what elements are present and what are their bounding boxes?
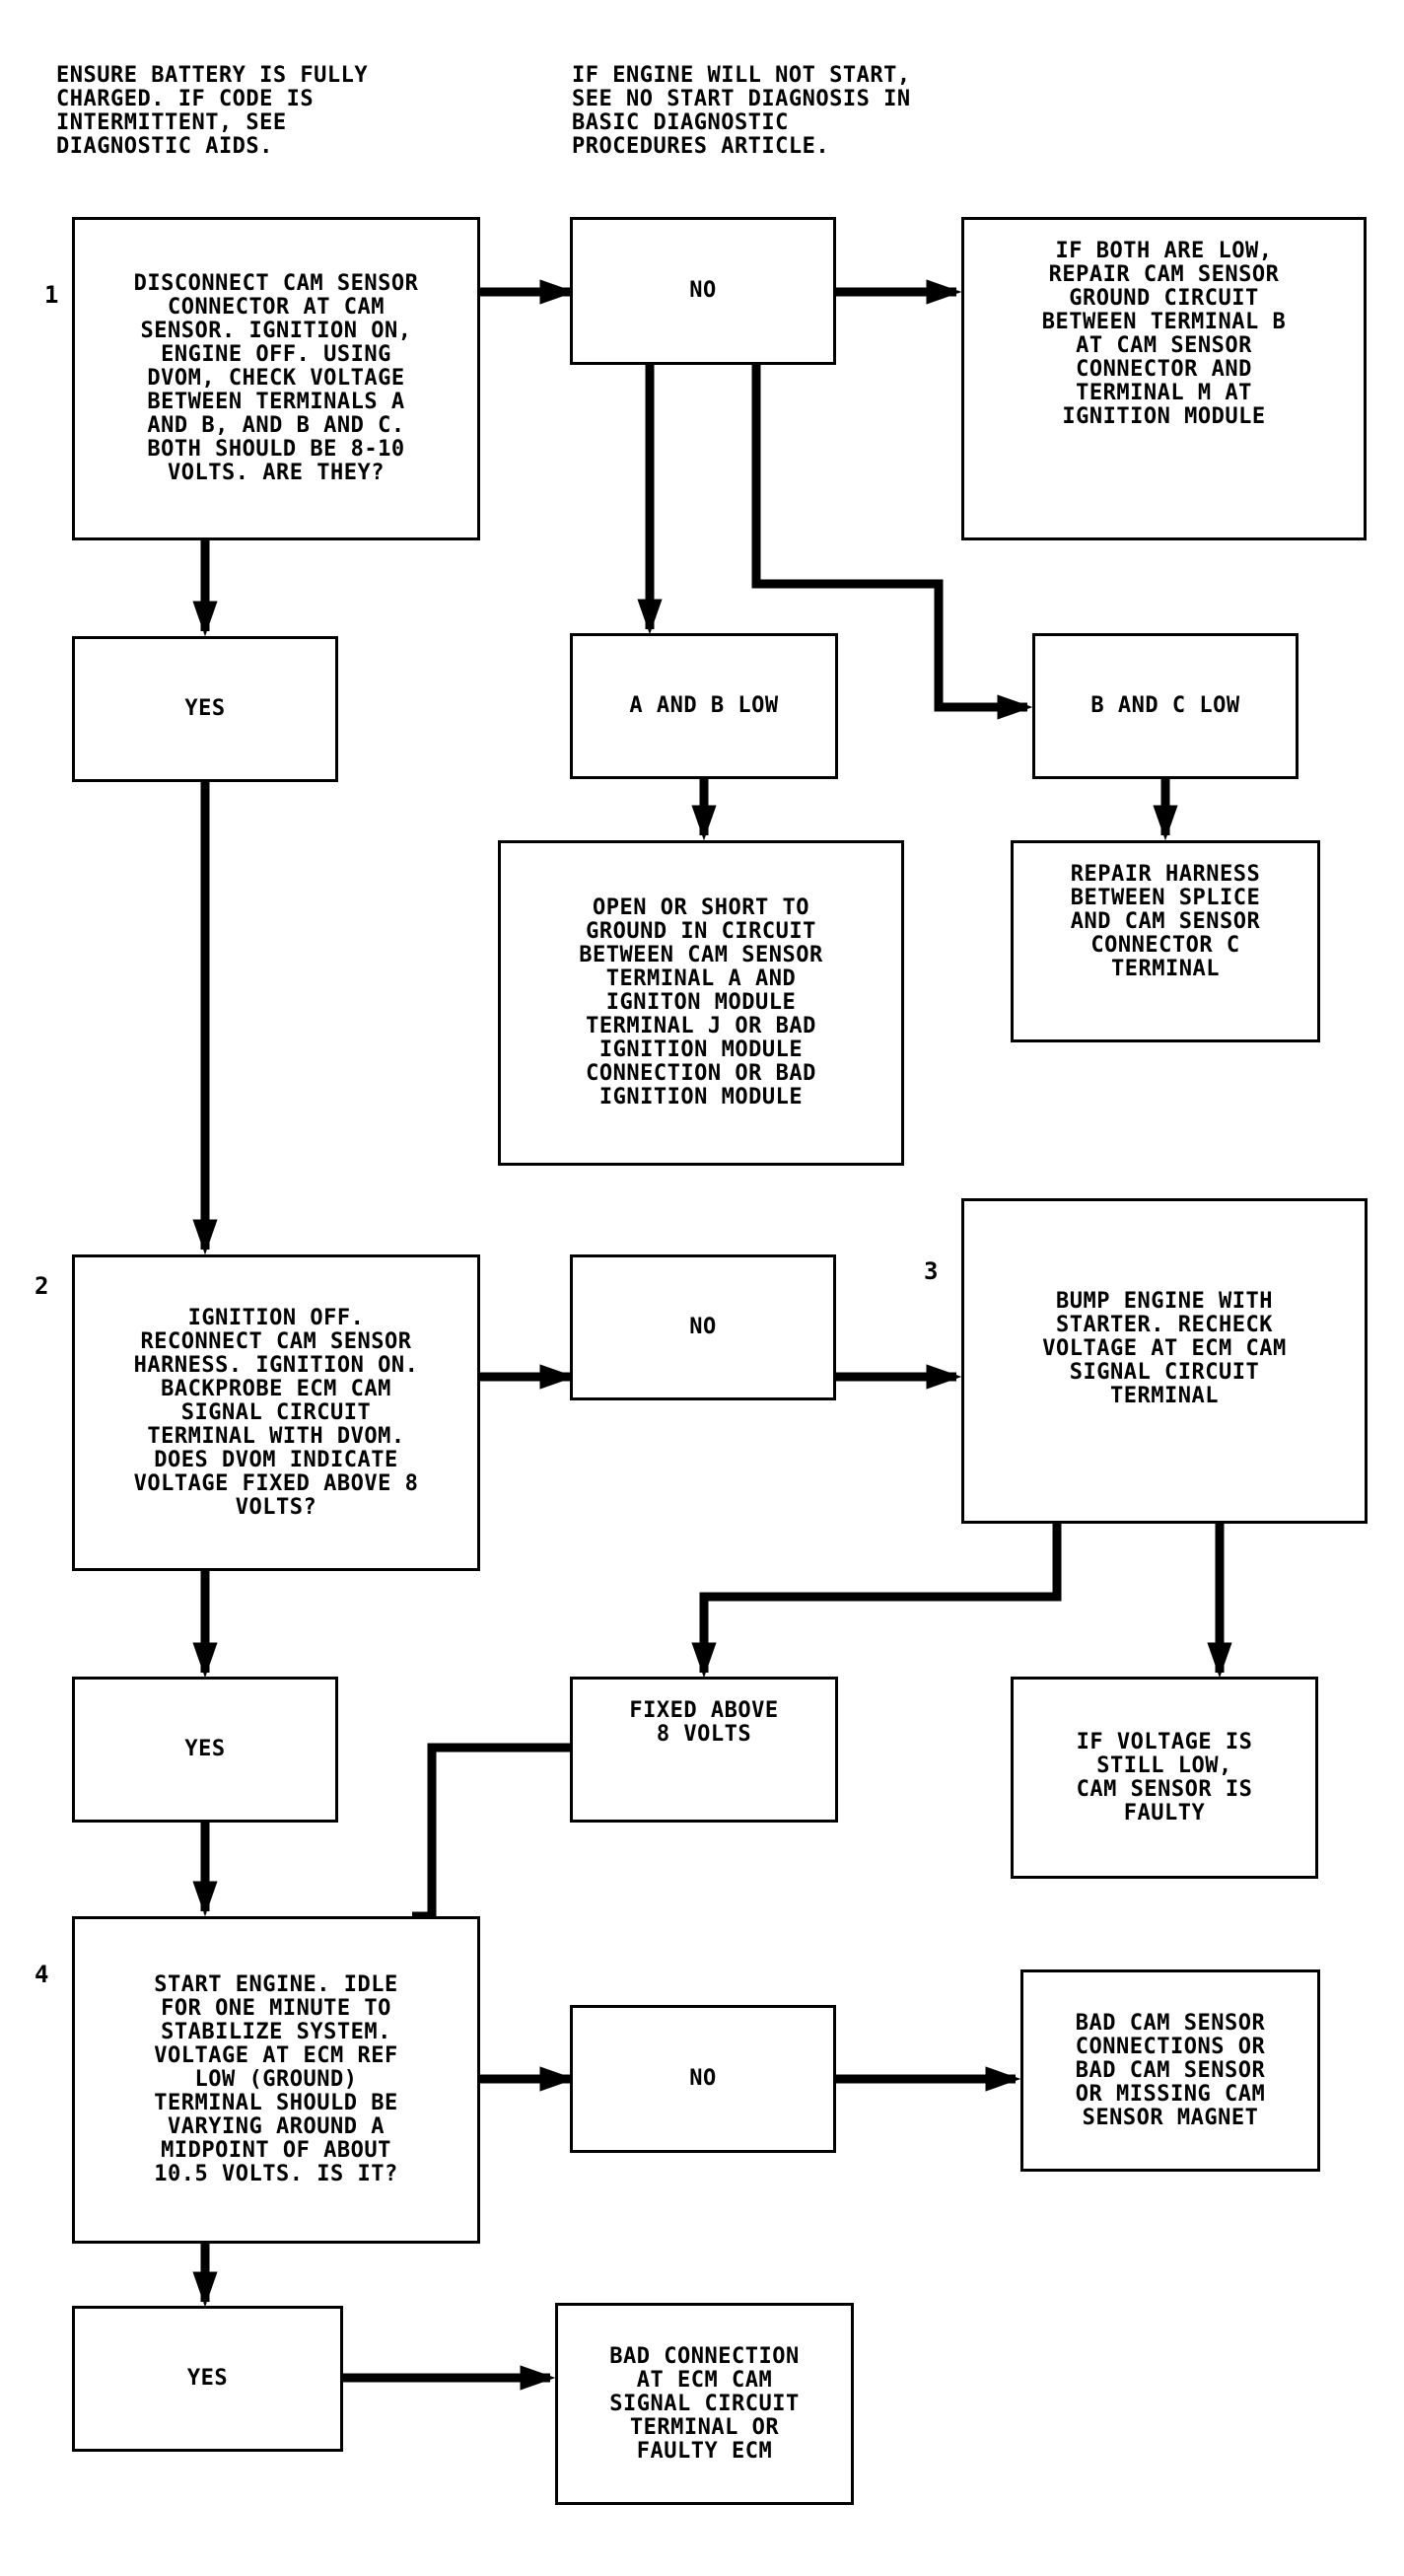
answer-yes-label: YES [186, 2366, 229, 2391]
answer-yes-box-1: YES [72, 636, 338, 782]
result-box-fixed-above: FIXED ABOVE 8 VOLTS [570, 1677, 838, 1823]
step-number-3: 3 [924, 1257, 939, 1285]
note-no-start: IF ENGINE WILL NOT START, SEE NO START D… [572, 63, 911, 159]
answer-yes-label: YES [184, 696, 226, 721]
answer-no-label: NO [689, 2066, 717, 2091]
answer-no-box-1: NO [570, 217, 836, 365]
step-number-2: 2 [35, 1272, 49, 1300]
answer-no-box-4: NO [570, 2005, 836, 2153]
arrow-q3-to-fixed [691, 1524, 1062, 1679]
answer-yes-label: YES [184, 1737, 226, 1761]
arrow-fixed-to-q4 [412, 1743, 570, 1921]
answer-no-label: NO [689, 278, 717, 303]
question-3-text: BUMP ENGINE WITH STARTER. RECHECK VOLTAG… [1042, 1289, 1287, 1408]
question-box-4: START ENGINE. IDLE FOR ONE MINUTE TO STA… [72, 1916, 480, 2244]
answer-yes-box-4: YES [72, 2306, 343, 2452]
question-1-text: DISCONNECT CAM SENSOR CONNECTOR AT CAM S… [133, 271, 419, 485]
result-still-low-text: IF VOLTAGE IS STILL LOW, CAM SENSOR IS F… [1076, 1729, 1253, 1825]
result-box-bad-connection: BAD CONNECTION AT ECM CAM SIGNAL CIRCUIT… [555, 2303, 854, 2505]
answer-yes-box-2: YES [72, 1677, 338, 1823]
question-4-text: START ENGINE. IDLE FOR ONE MINUTE TO STA… [154, 1972, 398, 2186]
step-number-1: 1 [44, 281, 59, 309]
step-number-4: 4 [35, 1961, 49, 1988]
result-bc-low-text: REPAIR HARNESS BETWEEN SPLICE AND CAM SE… [1070, 862, 1261, 981]
result-fixed-above-text: FIXED ABOVE 8 VOLTS [629, 1698, 779, 1747]
result-ab-low-text: OPEN OR SHORT TO GROUND IN CIRCUIT BETWE… [579, 895, 823, 1109]
result-bad-sensor-text: BAD CAM SENSOR CONNECTIONS OR BAD CAM SE… [1075, 2010, 1266, 2130]
result-box-ab-low: OPEN OR SHORT TO GROUND IN CIRCUIT BETWE… [498, 840, 904, 1166]
result-box-still-low: IF VOLTAGE IS STILL LOW, CAM SENSOR IS F… [1011, 1677, 1318, 1879]
question-box-2: IGNITION OFF. RECONNECT CAM SENSOR HARNE… [72, 1254, 480, 1571]
result-box-bc-low: REPAIR HARNESS BETWEEN SPLICE AND CAM SE… [1011, 840, 1320, 1042]
question-2-text: IGNITION OFF. RECONNECT CAM SENSOR HARNE… [133, 1305, 419, 1520]
result-box-both-low: IF BOTH ARE LOW, REPAIR CAM SENSOR GROUN… [961, 217, 1367, 540]
condition-ab-low-label: A AND B LOW [629, 693, 779, 718]
question-box-3: BUMP ENGINE WITH STARTER. RECHECK VOLTAG… [961, 1198, 1368, 1524]
arrow-no-to-bc-low [751, 365, 1033, 720]
question-box-1: DISCONNECT CAM SENSOR CONNECTOR AT CAM S… [72, 217, 480, 540]
result-bad-connection-text: BAD CONNECTION AT ECM CAM SIGNAL CIRCUIT… [609, 2343, 800, 2464]
result-both-low-text: IF BOTH ARE LOW, REPAIR CAM SENSOR GROUN… [1041, 239, 1287, 429]
condition-bc-low-label: B AND C LOW [1090, 693, 1240, 718]
answer-no-label: NO [689, 1315, 717, 1339]
condition-box-ab-low: A AND B LOW [570, 633, 838, 779]
note-battery-check: ENSURE BATTERY IS FULLY CHARGED. IF CODE… [56, 63, 369, 159]
condition-box-bc-low: B AND C LOW [1032, 633, 1299, 779]
answer-no-box-2: NO [570, 1254, 836, 1400]
result-box-bad-sensor: BAD CAM SENSOR CONNECTIONS OR BAD CAM SE… [1020, 1969, 1320, 2172]
